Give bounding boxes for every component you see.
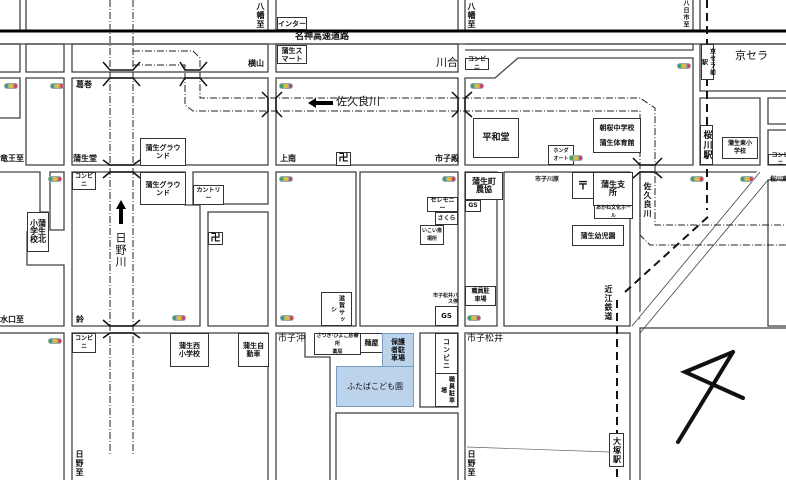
bridges (102, 61, 663, 339)
country-label: カントリー (193, 185, 224, 205)
gamo-west-es: 蒲生西小学校 (170, 333, 209, 367)
traffic-signal-icon (740, 176, 754, 182)
kyocera-mae-station: 京セラ前駅 (701, 44, 716, 80)
kawai-label: 川合 (436, 56, 458, 69)
post-office-icon: 〒 (572, 172, 594, 199)
direction-ryuo: 竜王至 (0, 154, 24, 163)
traffic-signal-icon (690, 176, 704, 182)
temple-icon: 卍 (336, 152, 351, 166)
hino-flow-arrow (116, 200, 126, 224)
gas-station: GS (435, 306, 458, 326)
clinic-label: さつき·ひよこ診療所 (316, 333, 359, 347)
gamo-nursery: 蒲生幼児園 (572, 225, 624, 246)
shiga-sash: 滋賀サッシ (321, 292, 352, 326)
staff-parking: 職員駐車場 (435, 373, 458, 407)
expressway-label: 名神高速道路 (295, 32, 350, 42)
direction-yokaichi: 八日市至 (682, 0, 689, 28)
gamo-nokyo: 蒲生町農協 (465, 172, 503, 200)
gamo-smart-label: 蒲生スマート (277, 45, 307, 64)
river-flow-arrow (308, 98, 333, 108)
north-arrow-icon (676, 350, 745, 444)
sakuragawa-station: 桜川駅 (700, 125, 713, 165)
sakura-river-label: 佐久良川 (336, 95, 380, 108)
guardian-parking: 保護者駐車場 (382, 333, 414, 367)
yokoyama-label: 横山 (248, 59, 264, 68)
heiwado-label: 平和堂 (473, 118, 519, 158)
traffic-signal-icon (279, 83, 293, 89)
gamo-branch: 蒲生支所 (593, 172, 633, 206)
traffic-signal-icon (48, 176, 62, 182)
ichikooki-label: 市子沖 (278, 334, 306, 344)
traffic-signal-icon (442, 176, 456, 182)
sakura-river-vertical-label: 佐久良川 (643, 182, 652, 218)
konbini: コンビニ (435, 333, 458, 374)
konbini: コンビニ (465, 56, 489, 71)
direction-hino: 日野至 (467, 450, 476, 477)
traffic-signal-icon (50, 83, 64, 89)
sakuragawa-higashi-label: 桜川東 (770, 176, 786, 183)
direction-hino: 日野至 (75, 450, 84, 477)
jonan-label: 上南 (280, 154, 296, 163)
konbini: コンビニ (768, 152, 786, 167)
asakura-jhs-label: 朝桜中学校 (599, 124, 635, 132)
temple-icon: 卍 (208, 232, 223, 245)
direction-minakuchi: 水口至 (0, 315, 24, 324)
pharmacy-label: 薬局 (332, 349, 343, 355)
staff-parking: 職員駐車場 (465, 286, 496, 306)
clinic-box: さつき·ひよこ診療所 薬局 (314, 333, 361, 355)
gamo-ground: 蒲生グラウンド (140, 138, 186, 166)
gamo-gym-label: 蒲生体育館 (599, 139, 635, 147)
gamo-auto: 蒲生自動車 (238, 333, 269, 367)
otsuka-station: 大塚駅 (609, 433, 624, 467)
konbini: コンビニ (72, 172, 96, 190)
futaba-kindergarten[interactable]: ふたばこども園 (336, 366, 414, 407)
kyocera-label: 京セラ (735, 49, 768, 62)
traffic-signal-icon (467, 315, 481, 321)
ichikodono-label: 市子殿 (435, 154, 459, 163)
ichiko-matsui-label: 市子松井 (467, 334, 504, 344)
interchange-label: インター (277, 17, 307, 30)
traffic-signal-icon (279, 176, 293, 182)
gamo-ground: 蒲生グラウンド (140, 172, 186, 205)
traffic-signal-icon (470, 83, 484, 89)
sakura-river (133, 50, 786, 246)
direction-hachiman: 八幡至 (467, 2, 476, 29)
ichiko-kawahara-label: 市子川原 (535, 176, 560, 183)
traffic-signal-icon (280, 315, 294, 321)
gamo-north-es: 小蒲学生校北 (27, 212, 49, 252)
gas-station: GS (465, 200, 481, 212)
ceremony-label: セレモニー (427, 197, 458, 212)
traffic-signal-icon (569, 155, 583, 161)
sakura-label: さくら (435, 212, 458, 225)
akane-hall: あかね文化ホール (594, 205, 633, 219)
hino-river (109, 0, 134, 455)
direction-hachiman: 八幡至 (256, 2, 265, 29)
konbini: コンビニ (72, 333, 96, 353)
gamodo-label: 蒲生堂 (73, 154, 97, 163)
gamo-east-es: 蒲生東小学校 (722, 137, 758, 159)
school-gym-box: 朝桜中学校 蒲生体育館 (593, 118, 641, 153)
ikoi-hall-label: いこい斎場所 (420, 225, 444, 245)
katsumaki-label: 葛巻 (76, 80, 92, 89)
railway-label: 近江鉄道 (604, 285, 613, 321)
traffic-signal-icon (172, 315, 186, 321)
traffic-signal-icon (677, 63, 691, 69)
traffic-signal-icon (48, 338, 62, 344)
bus-stop-label: 市子松井バス停 (432, 293, 458, 305)
traffic-signal-icon (4, 83, 18, 89)
menya-label: 麺屋 (360, 333, 383, 353)
hino-river-label: 日野川 (114, 232, 127, 268)
suzu-label: 鈴 (76, 315, 84, 324)
